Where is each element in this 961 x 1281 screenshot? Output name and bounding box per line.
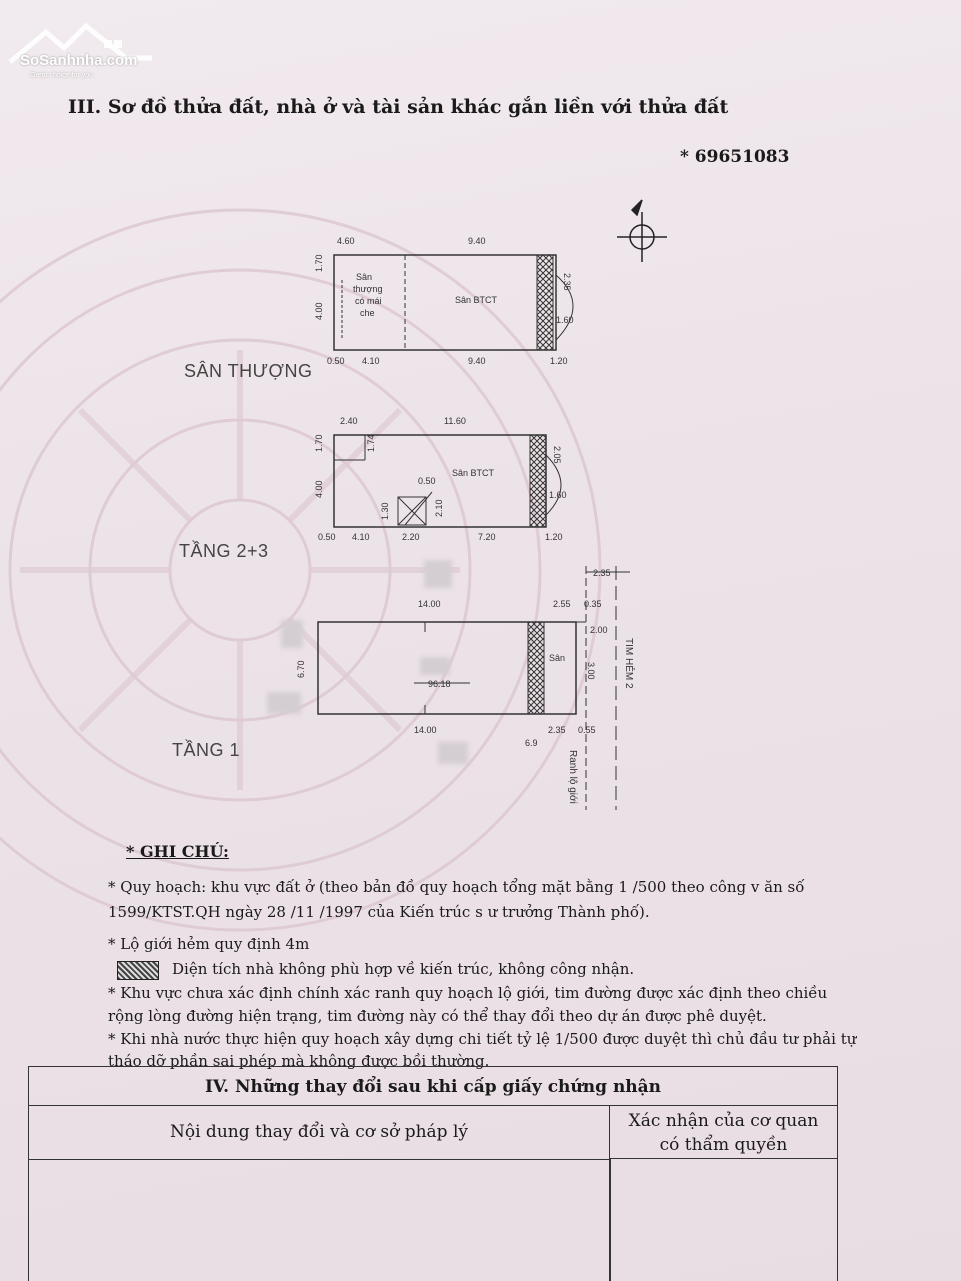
t1-area: 96.18 — [428, 679, 451, 689]
t23-dim-bottom-3: 7.20 — [478, 532, 496, 542]
changes-table: IV. Những thay đổi sau khi cấp giấy chứn… — [28, 1066, 838, 1281]
dim-bottom-2: 9.40 — [468, 356, 486, 366]
hatch-legend-swatch — [117, 961, 159, 980]
table-col-confirm: Xác nhận của cơ quan có thẩm quyền — [610, 1105, 837, 1159]
dim-bottom-0: 0.50 — [327, 356, 345, 366]
dim-right-1: 1.60 — [556, 315, 574, 325]
t23-dim-left-1: 4.00 — [314, 480, 324, 498]
zone1-line3: che — [360, 308, 375, 318]
dim-top-1: 9.40 — [468, 236, 486, 246]
t1-dim-bottom-2: 0.55 — [578, 725, 596, 735]
note-3: Diện tích nhà không phù hợp về kiến trúc… — [172, 960, 635, 978]
zone1-line0: Sân — [356, 272, 372, 282]
t23-dim-right-1: 1.60 — [549, 490, 567, 500]
t1-dim-right-0: 2.00 — [590, 625, 608, 635]
t23-dim-right-0: 2.05 — [552, 446, 562, 464]
dim-left-0: 1.70 — [314, 254, 324, 272]
redaction — [424, 560, 452, 588]
t1-dim-left: 6.70 — [296, 660, 306, 678]
logo-name: SoSanhnha.com — [20, 52, 138, 69]
t23-inner-0: 1.74 — [366, 434, 376, 452]
t1-dim-top-3: 2.35 — [593, 568, 611, 578]
logo-tagline: Great choice for you — [30, 72, 94, 79]
table-col-confirm-line1: Xác nhận của cơ quan — [628, 1111, 819, 1131]
t1-dim-bottom-3: 6.9 — [525, 738, 538, 748]
t23-dim-top-1: 11.60 — [444, 416, 466, 426]
ranh-lo-gioi-label: Ranh lộ giới — [567, 750, 578, 804]
t23-inner-2: 1.30 — [380, 502, 390, 520]
table-title: IV. Những thay đổi sau khi cấp giấy chứn… — [29, 1067, 837, 1106]
site-logo — [6, 18, 156, 88]
compass-north-icon — [617, 199, 667, 262]
plan-san-thuong: 4.60 9.40 1.70 4.00 2.35 1.60 0.50 4.10 … — [314, 236, 574, 366]
redaction — [438, 742, 468, 764]
t1-dim-top-1: 2.55 — [553, 599, 571, 609]
dim-left-1: 4.00 — [314, 302, 324, 320]
note-5a: * Khi nhà nước thực hiện quy hoạch xây d… — [108, 1030, 857, 1048]
t1-dim-top-2: 0.35 — [584, 599, 602, 609]
zone1-line2: có mái — [355, 296, 382, 306]
plan-tang-2-3: 2.40 11.60 1.70 4.00 1.74 0.50 1.30 2.10… — [314, 416, 567, 542]
t1-dim-bottom-1: 2.35 — [548, 725, 566, 735]
t23-inner-1: 0.50 — [418, 476, 436, 486]
drum-watermark — [0, 208, 602, 932]
section-heading: III. Sơ đồ thửa đất, nhà ở và tài sản kh… — [68, 96, 729, 118]
note-4b: rộng lòng đường hiện trạng, tim đường nà… — [108, 1007, 767, 1025]
zone1-line1: thượng — [353, 284, 382, 294]
t1-dim-bottom-0: 14.00 — [414, 725, 437, 735]
label-tang-1: TẦNG 1 — [172, 740, 241, 760]
note-1b: 1599/KTST.QH ngày 28 /11 /1997 của Kiến … — [108, 903, 650, 921]
t1-dim-right-1: 3.00 — [586, 662, 596, 680]
plan-tang-1: 14.00 2.55 0.35 2.35 6.70 2.00 3.00 96.1… — [296, 566, 636, 810]
t1-dim-top-0: 14.00 — [418, 599, 441, 609]
t23-zone: Sân BTCT — [452, 468, 495, 478]
serial-number: * 69651083 — [680, 147, 790, 167]
dim-right-0: 2.35 — [562, 273, 572, 291]
t23-dim-left-0: 1.70 — [314, 434, 324, 452]
note-1a: * Quy hoạch: khu vực đất ở (theo bản đồ … — [108, 878, 805, 896]
note-5b: tháo dỡ phần sai phép mà không được bồi … — [108, 1052, 490, 1070]
dim-bottom-3: 1.20 — [550, 356, 568, 366]
t23-dim-bottom-0: 0.50 — [318, 532, 336, 542]
table-col-confirm-line2: có thẩm quyền — [659, 1135, 788, 1155]
label-san-thuong: SÂN THƯỢNG — [184, 361, 313, 381]
label-tang-2-3: TẦNG 2+3 — [179, 541, 269, 561]
zone2-label: Sân BTCT — [455, 295, 498, 305]
t23-dim-bottom-2: 2.20 — [402, 532, 420, 542]
note-4a: * Khu vực chưa xác định chính xác ranh q… — [108, 984, 828, 1002]
dim-bottom-1: 4.10 — [362, 356, 380, 366]
table-divider — [609, 1159, 611, 1281]
tim-hem-label: TIM HẺM 2 — [623, 638, 636, 689]
t23-dim-bottom-4: 1.20 — [545, 532, 563, 542]
t23-dim-top-0: 2.40 — [340, 416, 358, 426]
t23-inner-3: 2.10 — [434, 499, 444, 517]
t23-dim-bottom-1: 4.10 — [352, 532, 370, 542]
redaction — [281, 620, 303, 648]
redaction — [267, 692, 301, 714]
notes-title: * GHI CHÚ: — [126, 842, 229, 861]
redaction — [420, 657, 450, 675]
note-2: * Lộ giới hẻm quy định 4m — [108, 935, 310, 953]
t1-zone: Sân — [549, 653, 565, 663]
table-col-content: Nội dung thay đổi và cơ sở pháp lý — [29, 1105, 610, 1160]
dim-top-0: 4.60 — [337, 236, 355, 246]
house-icon — [8, 22, 152, 64]
floor-plan-drawing: 4.60 9.40 1.70 4.00 2.35 1.60 0.50 4.10 … — [296, 199, 667, 810]
